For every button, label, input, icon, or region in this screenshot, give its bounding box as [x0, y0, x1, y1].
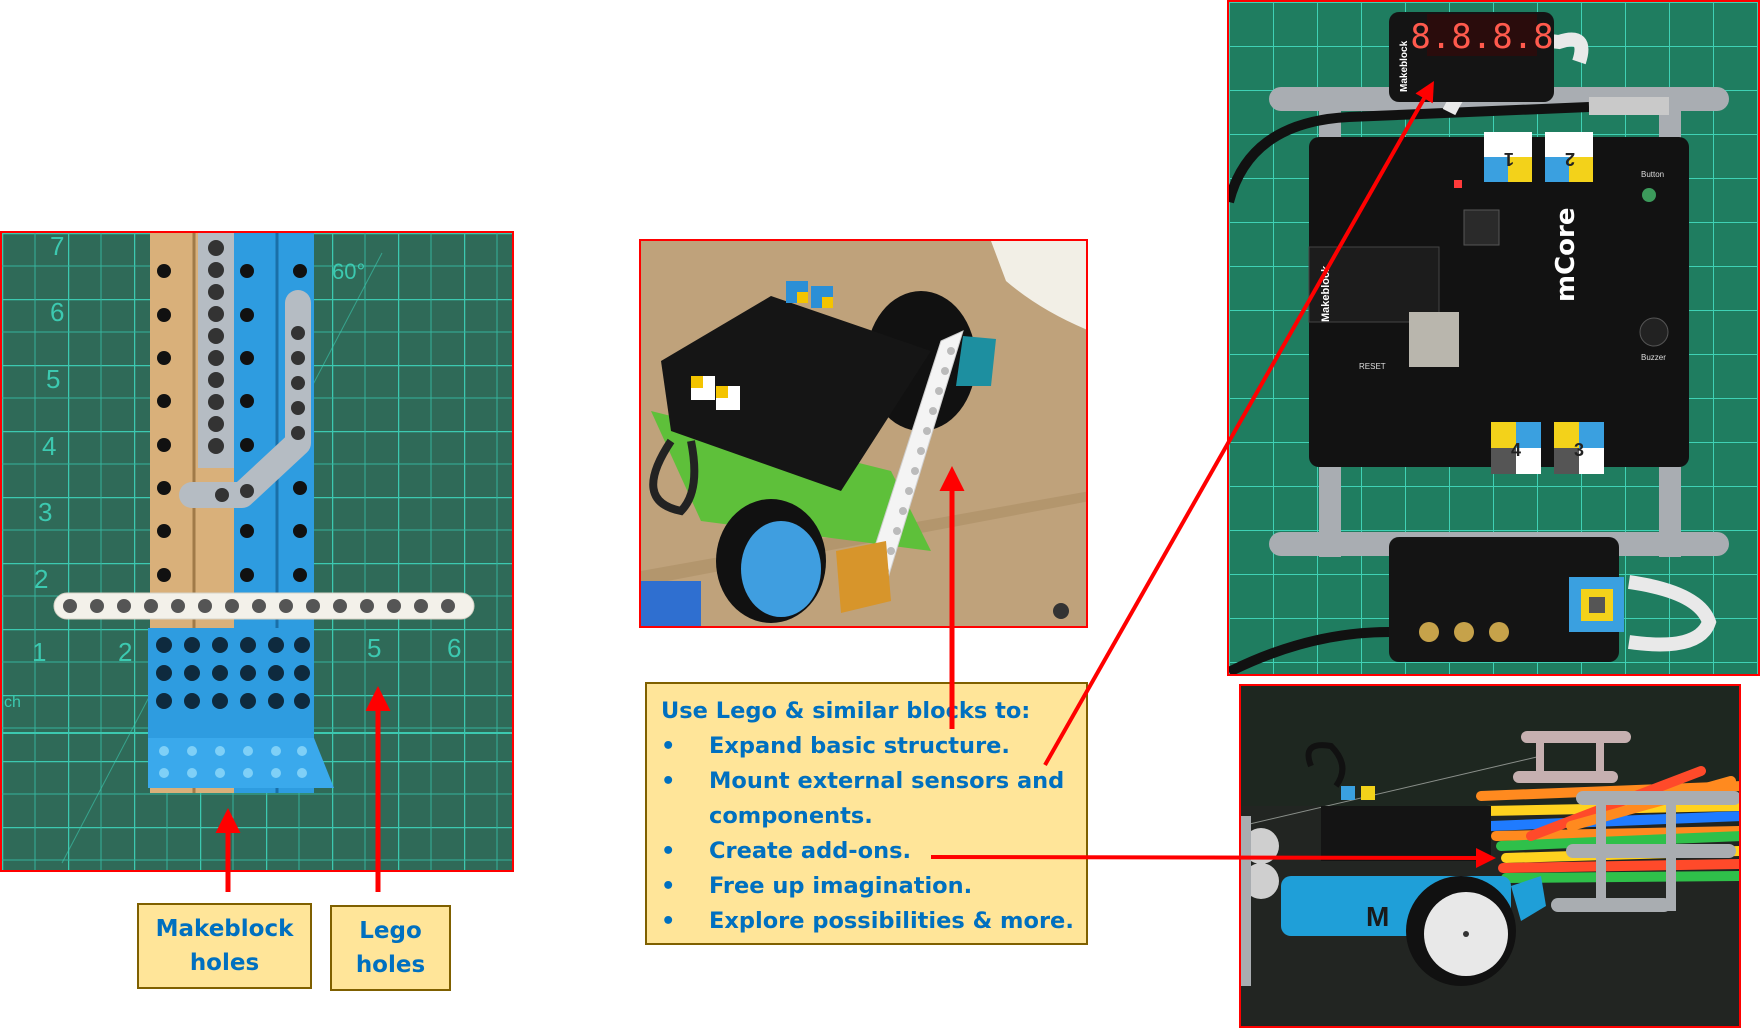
- callout-item-text: Expand basic structure.: [709, 733, 1010, 759]
- bullet: •: [661, 733, 676, 759]
- label-line: holes: [189, 950, 260, 976]
- ruler-number: 7: [50, 233, 64, 261]
- lego-beam-grey-holes: [208, 240, 224, 454]
- svg-text:4: 4: [1511, 440, 1521, 460]
- label-line: holes: [355, 952, 426, 978]
- mcore-board: [661, 296, 931, 491]
- svg-text:1: 1: [1504, 149, 1514, 169]
- angle-label: 60°: [332, 259, 365, 284]
- top-right-photo-illustration: 8.8.8.8 Makeblock mCore Makeblock RESET …: [1229, 2, 1758, 674]
- callout-item-text: Mount external sensors and: [709, 768, 1065, 794]
- svg-text:2: 2: [1565, 149, 1575, 169]
- ruler-number: 5: [367, 633, 381, 663]
- board-label: mCore: [1551, 208, 1581, 303]
- callout-item: • Expand basic structure.: [661, 729, 1072, 764]
- ruler-number: 2: [118, 637, 132, 667]
- label-line: Lego: [359, 918, 422, 944]
- makeblock-bracket-gold: [836, 541, 891, 613]
- callout-item: • Mount external sensors and: [661, 764, 1072, 799]
- ruler-number: 5: [46, 364, 60, 394]
- bullet: •: [661, 768, 676, 794]
- callout-item-text: Explore possibilities & more.: [709, 908, 1074, 934]
- ruler-number: 4: [42, 431, 56, 461]
- usb-port: [1409, 312, 1459, 367]
- callout-item-text: Free up imagination.: [709, 873, 973, 899]
- rj25-port-2: 2: [1545, 132, 1593, 182]
- bottom-right-photo-mbot-addon: M: [1239, 684, 1741, 1028]
- middle-photo-mbot-lego-beam: [639, 239, 1088, 628]
- label-line: Makeblock: [155, 916, 294, 942]
- rj25-port-1: 1: [1484, 132, 1532, 182]
- top-right-photo-mcore-lego-frame: 8.8.8.8 Makeblock mCore Makeblock RESET …: [1227, 0, 1760, 676]
- display-digits: 8.8.8.8: [1410, 17, 1553, 57]
- ruler-number: 6: [447, 633, 461, 663]
- rj25-ports: [691, 281, 833, 410]
- makeblock-holes-label: Makeblock holes: [137, 903, 312, 989]
- makeblock-bracket-teal: [956, 336, 996, 386]
- callout-item-text: components.: [709, 803, 873, 829]
- reset-label: RESET: [1359, 362, 1386, 371]
- rj25-port-3: 3: [1554, 422, 1604, 474]
- ultrasonic-sensor: [1243, 828, 1279, 864]
- callout-item: • Free up imagination.: [661, 869, 1072, 904]
- rj25-port-4: 4: [1491, 422, 1541, 474]
- ruler-number: 6: [50, 297, 64, 327]
- button-label: Button: [1641, 170, 1664, 179]
- callout-heading: Use Lego & similar blocks to:: [661, 698, 1031, 724]
- lego-holes-label: Lego holes: [330, 905, 451, 991]
- buzzer-label: Buzzer: [1641, 353, 1666, 362]
- bracket-holes: [156, 637, 310, 709]
- makeblock-bracket-base: [148, 738, 334, 788]
- bullet: •: [661, 908, 676, 934]
- ruler-number: 3: [38, 497, 52, 527]
- callout-item: • Explore possibilities & more.: [661, 904, 1074, 939]
- makeblock-bracket-plate: [148, 628, 314, 738]
- middle-photo-illustration: [641, 241, 1086, 626]
- bullet: •: [661, 838, 676, 864]
- svg-text:3: 3: [1574, 440, 1584, 460]
- sensor-module: [1389, 537, 1619, 662]
- mcore-board: [1321, 806, 1491, 861]
- bullet: •: [661, 873, 676, 899]
- bottom-right-photo-illustration: M: [1241, 686, 1739, 1026]
- left-photo-makeblock-lego-beams: 7 6 5 4 3 2 1 2 5 6 60° ch: [0, 231, 514, 872]
- left-photo-illustration: 7 6 5 4 3 2 1 2 5 6 60° ch: [2, 233, 512, 870]
- lego-beam-white-holes: [63, 599, 455, 613]
- buzzer: [1639, 317, 1669, 347]
- uses-callout-box: Use Lego & similar blocks to: • Expand b…: [645, 682, 1088, 945]
- unit-label: ch: [4, 694, 21, 711]
- brand-label: Makeblock: [1320, 265, 1332, 322]
- callout-item-text: Create add-ons.: [709, 838, 912, 864]
- ruler-number: 1: [32, 637, 46, 667]
- brand-label: Makeblock: [1399, 40, 1410, 92]
- onboard-button: [1642, 188, 1656, 202]
- mat-ruler-numbers: 7 6 5 4 3 2 1 2 5 6 60° ch: [4, 233, 461, 711]
- chassis-letter: M: [1366, 901, 1389, 932]
- lego-frames: [1513, 731, 1739, 912]
- callout-item: • Create add-ons.: [661, 834, 1072, 869]
- callout-item-continuation: components.: [661, 799, 1072, 834]
- microcontroller-chip: [1463, 209, 1500, 246]
- seven-segment-display: [1427, 14, 1537, 56]
- ruler-number: 2: [34, 564, 48, 594]
